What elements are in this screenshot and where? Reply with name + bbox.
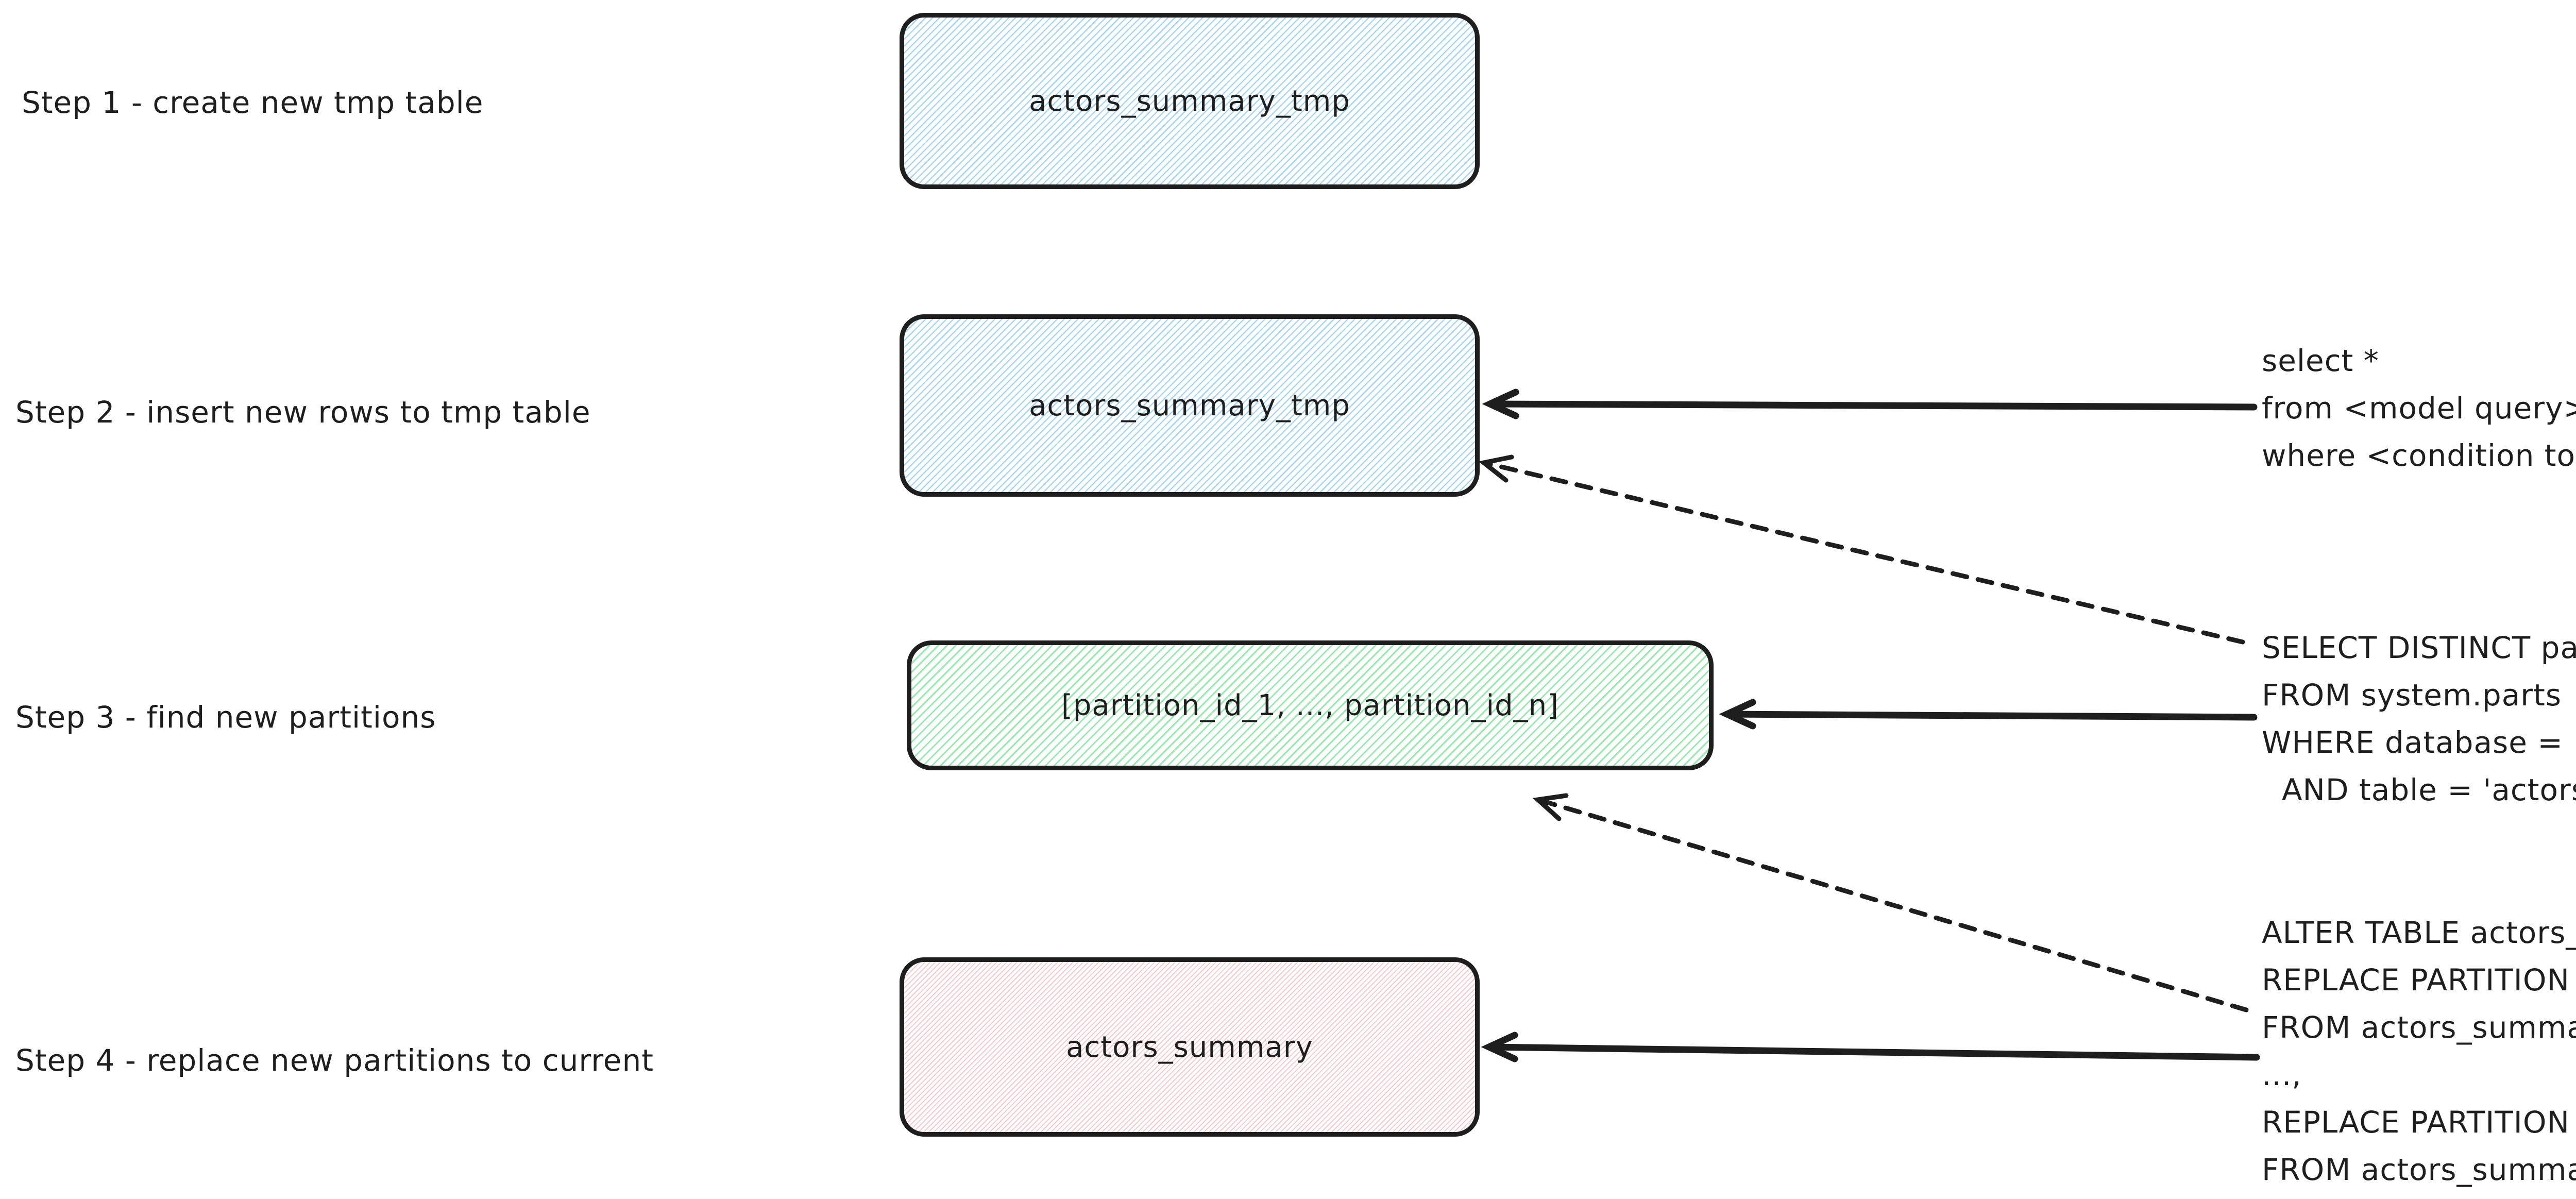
step-3-label: Step 3 - find new partitions — [15, 700, 436, 735]
step-3-node-partition-list: [partition_id_1, ..., partition_id_n] — [907, 640, 1714, 770]
arrow-find-partitions-sql-to-step3-node — [1719, 699, 2258, 730]
sql-line: ALTER TABLE actors_summary — [2262, 915, 2576, 950]
dashed-arrow-find-partitions-sql-to-step2-node — [1478, 454, 2245, 645]
step-3-node-label: [partition_id_1, ..., partition_id_n] — [1061, 688, 1559, 722]
step-2-label: Step 2 - insert new rows to tmp table — [15, 395, 591, 430]
sql-replace-partitions: ALTER TABLE actors_summary REPLACE PARTI… — [2262, 909, 2576, 1193]
step-4-node-current-table: actors_summary — [900, 957, 1480, 1137]
sql-insert-new-rows: select * from <model query> where <condi… — [2262, 337, 2576, 479]
sql-line: SELECT DISTINCT partition_id — [2262, 630, 2576, 665]
sql-line: REPLACE PARTITION partition_id_1 — [2262, 962, 2570, 998]
step-1-label: Step 1 - create new tmp table — [22, 85, 484, 120]
arrow-insert-sql-to-step2-node — [1482, 389, 2258, 419]
step-4-node-label: actors_summary — [1066, 1030, 1313, 1064]
step-1-node-label: actors_summary_tmp — [1029, 84, 1350, 118]
sql-line: where <condition to identify new> — [2262, 438, 2575, 473]
sql-line: from <model query> — [2262, 391, 2576, 426]
sql-line: FROM system.parts — [2262, 678, 2562, 713]
step-4-label: Step 4 - replace new partitions to curre… — [15, 1043, 654, 1078]
dashed-arrow-replace-sql-to-step3-node — [1532, 793, 2249, 1012]
step-2-node-tmp-table: actors_summary_tmp — [900, 314, 1480, 497]
step-2-node-label: actors_summary_tmp — [1029, 389, 1350, 423]
sql-line: FROM actors_summary_tmp, — [2262, 1010, 2576, 1045]
sql-line: WHERE database = <database> — [2262, 725, 2576, 760]
sql-line: FROM actors_summary_tmp, — [2262, 1152, 2576, 1187]
sql-line: select * — [2262, 343, 2379, 378]
step-1-node-tmp-table: actors_summary_tmp — [900, 13, 1480, 189]
arrow-replace-sql-to-step4-node — [1481, 1032, 2260, 1062]
sql-line: ..., — [2262, 1057, 2302, 1092]
sql-line: REPLACE PARTITION partition_id_n — [2262, 1105, 2570, 1140]
sql-line: AND table = 'actors_summary_tmp' — [2281, 772, 2576, 807]
sql-find-new-partitions: SELECT DISTINCT partition_id FROM system… — [2262, 624, 2576, 814]
